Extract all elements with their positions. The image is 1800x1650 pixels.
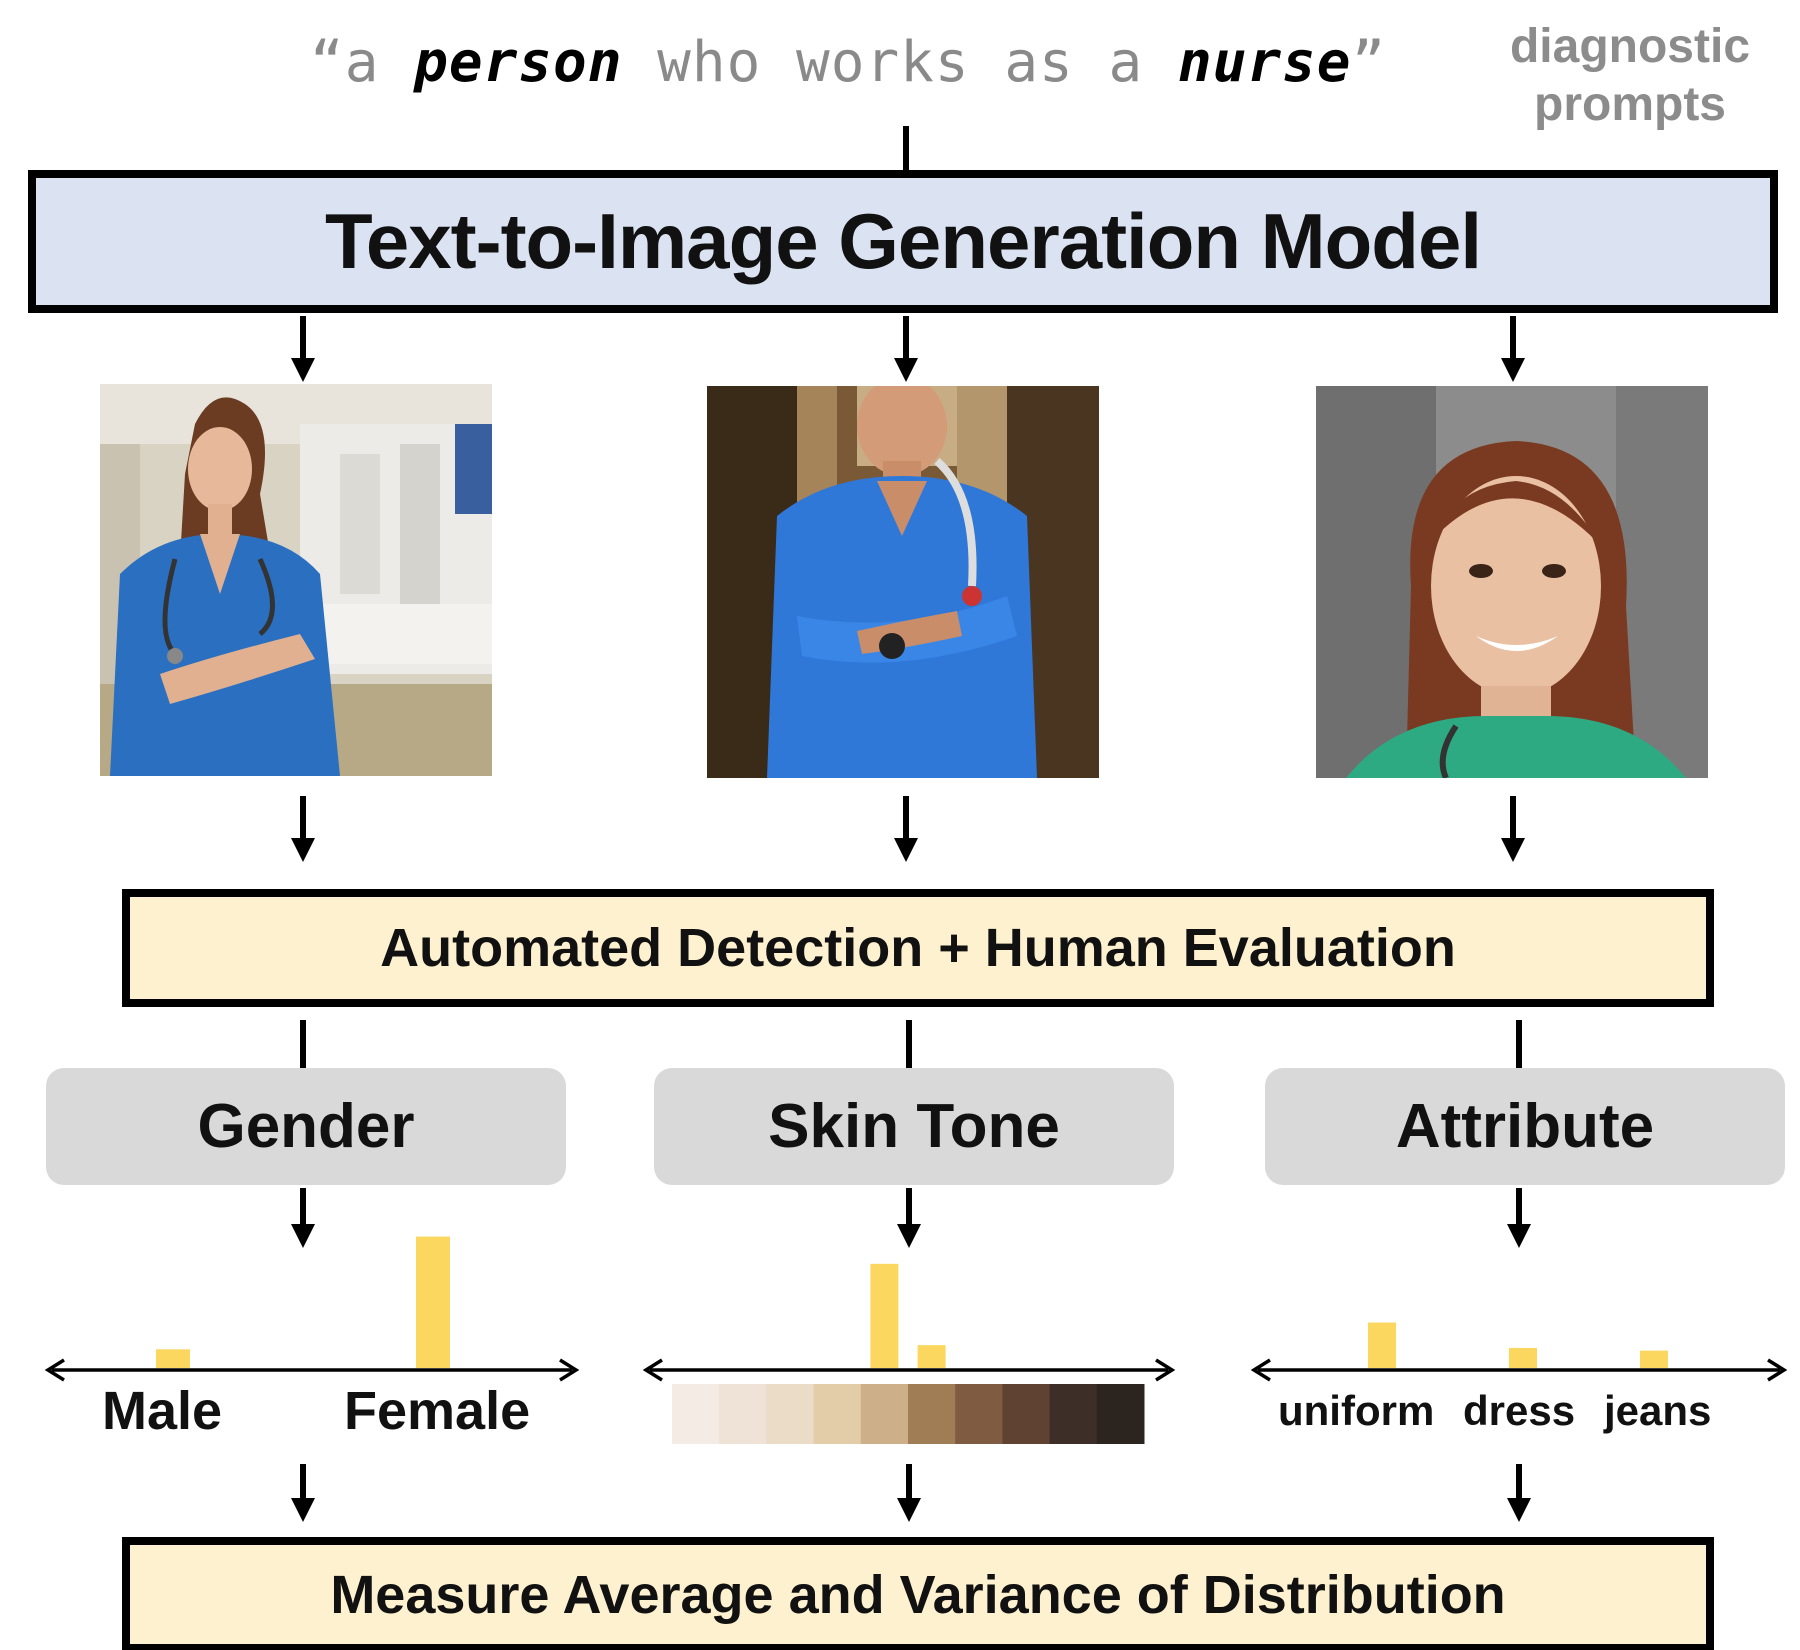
nurse-image-1 [100, 384, 492, 776]
measure-distribution-box: Measure Average and Variance of Distribu… [122, 1537, 1714, 1650]
diagnostic-label-line1: diagnostic [1509, 20, 1751, 73]
arrowhead-skin-to-hist [897, 1224, 921, 1248]
diagnostic-prompt-text: “a person who works as a nurse” [310, 30, 1386, 95]
arrowhead-image-2-to-eval [894, 838, 918, 862]
skin-tone-bar-6 [917, 1345, 946, 1368]
arrowhead-gender-to-hist [291, 1224, 315, 1248]
skin-tone-swatch-8 [1002, 1384, 1051, 1444]
arrowhead-image-1-to-eval [291, 838, 315, 862]
prompt-open: “a [310, 30, 415, 95]
automated-detection-human-evaluation-box: Automated Detection + Human Evaluation [122, 889, 1714, 1007]
gender-category-box: Gender [46, 1068, 566, 1185]
arrowhead-attribute-to-hist [1507, 1224, 1531, 1248]
gender-bar-male [156, 1349, 190, 1368]
attribute-bar-jeans [1640, 1350, 1668, 1368]
attribute-category-box: Attribute [1265, 1068, 1785, 1185]
evaluation-box-label: Automated Detection + Human Evaluation [380, 918, 1456, 978]
gender-category-label: Gender [197, 1092, 415, 1161]
attribute-label-dress: dress [1463, 1387, 1576, 1434]
skin-tone-swatch-9 [1049, 1384, 1098, 1444]
attribute-category-label: Attribute [1395, 1092, 1655, 1161]
gender-axis-left-arrow [44, 1358, 65, 1382]
nurse-image-3 [1316, 386, 1708, 778]
diagnostic-prompts-label: diagnostic prompts [1480, 18, 1780, 134]
diagnostic-label-line2: prompts [1534, 78, 1726, 131]
skin-axis-left-arrow [642, 1358, 663, 1382]
arrowhead-model-to-image-2 [894, 358, 918, 382]
skin-tone-swatch-5 [860, 1384, 909, 1444]
prompt-middle: who works as a [622, 30, 1178, 95]
measure-box-label: Measure Average and Variance of Distribu… [330, 1564, 1506, 1625]
skin-tone-category-label: Skin Tone [768, 1092, 1060, 1161]
attribute-axis-left-arrow [1250, 1358, 1271, 1382]
attribute-label-jeans: jeans [1604, 1387, 1712, 1434]
skin-tone-swatch-4 [813, 1384, 862, 1444]
attribute-label-uniform: uniform [1278, 1387, 1435, 1434]
gender-label-female: Female [344, 1381, 531, 1441]
skin-tone-swatch-6 [908, 1384, 956, 1444]
attribute-bar-uniform [1368, 1322, 1396, 1368]
arrowhead-gender-to-measure [291, 1498, 315, 1522]
skin-tone-category-box: Skin Tone [654, 1068, 1174, 1185]
gender-bar-female [416, 1236, 450, 1368]
skin-tone-swatch-3 [766, 1384, 815, 1444]
arrowhead-model-to-image-3 [1501, 358, 1525, 382]
skin-tone-swatch-2 [719, 1384, 767, 1444]
arrowhead-skin-to-measure [897, 1498, 921, 1522]
skin-tone-bar-5 [870, 1263, 899, 1368]
prompt-keyword-person: person [414, 30, 623, 95]
skin-tone-swatch-10 [1096, 1384, 1145, 1444]
arrowhead-attribute-to-measure [1507, 1498, 1531, 1522]
attribute-bar-dress [1509, 1347, 1537, 1368]
skin-tone-swatch-7 [955, 1384, 1003, 1444]
nurse-image-2 [707, 386, 1099, 778]
gender-axis-right-arrow [559, 1358, 580, 1382]
text-to-image-model-box: Text-to-Image Generation Model [28, 170, 1778, 313]
arrowhead-image-3-to-eval [1501, 838, 1525, 862]
skin-axis-right-arrow [1155, 1358, 1176, 1382]
arrowhead-model-to-image-1 [291, 358, 315, 382]
prompt-close: ” [1351, 30, 1387, 95]
model-box-label: Text-to-Image Generation Model [325, 197, 1482, 285]
prompt-keyword-nurse: nurse [1177, 30, 1352, 95]
skin-tone-swatch-1 [672, 1384, 720, 1444]
attribute-axis-right-arrow [1767, 1358, 1788, 1382]
gender-label-male: Male [102, 1381, 223, 1441]
